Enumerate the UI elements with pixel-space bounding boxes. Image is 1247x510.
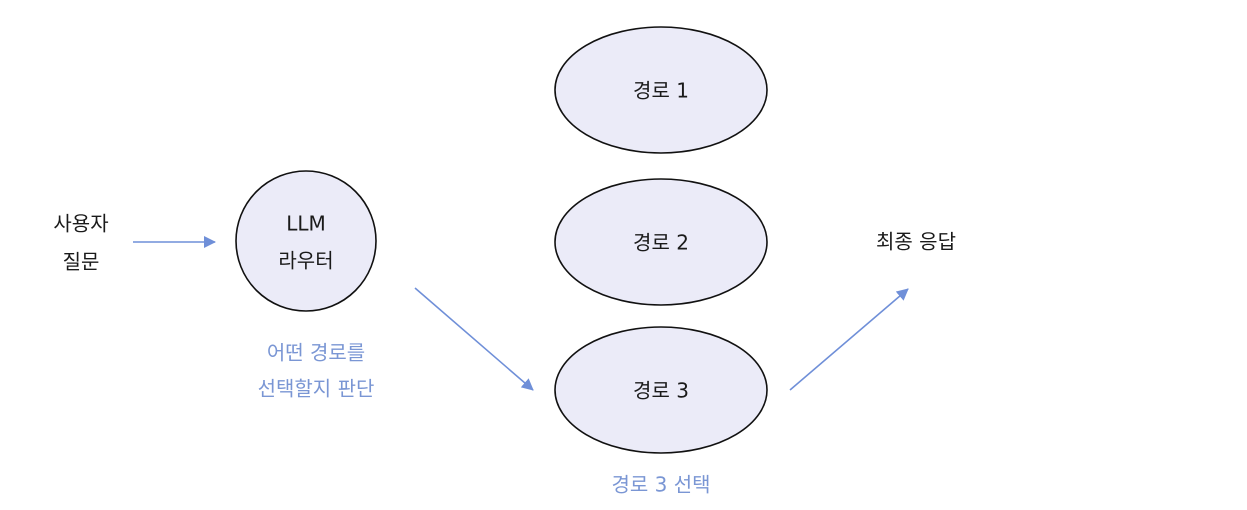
route-selection-note: 경로 3 선택 [611,473,710,497]
user-question-label-line1: 사용자 [53,212,108,236]
router-note-line2: 선택할지 판단 [258,377,375,401]
arrow-router-to-route-3 [414,287,534,391]
llm-router-label-line1: LLM [286,212,326,236]
route-2-label: 경로 2 [633,231,689,255]
route-3-node [554,326,768,454]
route-3-label: 경로 3 [633,379,689,403]
route-2-node [554,178,768,306]
user-question-label-line2: 질문 [63,250,100,274]
route-1-node [554,26,768,154]
final-response-label: 최종 응답 [876,230,956,254]
arrow-route-3-to-output [789,288,909,391]
llm-router-node [235,170,377,312]
llm-router-label-line2: 라우터 [278,249,333,273]
route-1-label: 경로 1 [633,79,689,103]
router-note-line1: 어떤 경로를 [267,341,365,365]
